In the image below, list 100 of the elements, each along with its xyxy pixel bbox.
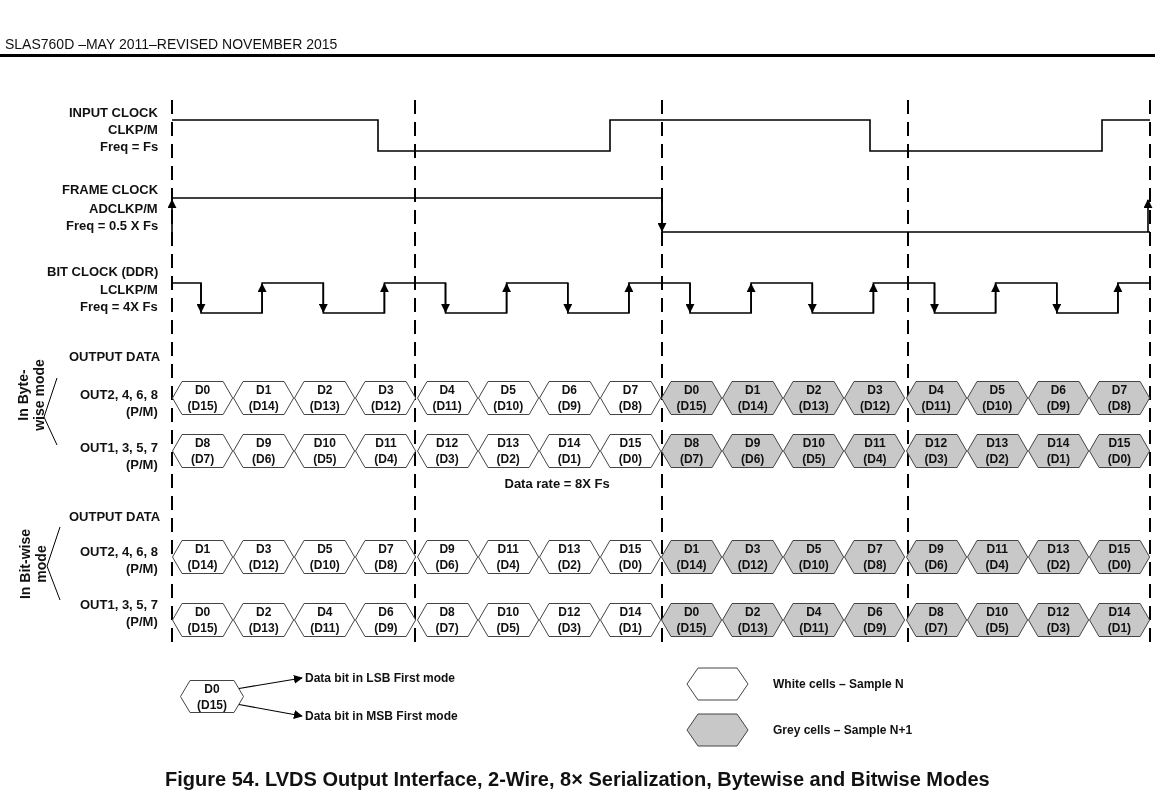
signal-label: INPUT CLOCK xyxy=(69,105,158,121)
data-cell xyxy=(599,540,661,574)
data-cell xyxy=(294,381,356,415)
data-cell xyxy=(844,540,906,574)
bit-label: (D5) xyxy=(801,452,827,466)
bit-label: (D10) xyxy=(308,558,341,572)
signal-label: Freq = 4X Fs xyxy=(80,299,158,315)
data-cell xyxy=(844,434,906,468)
bit-label: (D3) xyxy=(923,452,949,466)
data-cell xyxy=(722,603,784,637)
bit-label: D6 xyxy=(377,605,395,619)
signal-label: BIT CLOCK (DDR) xyxy=(47,264,159,280)
data-cell xyxy=(722,540,784,574)
bit-label: D14 xyxy=(1046,436,1071,450)
data-cell xyxy=(172,434,234,468)
bit-label: (D6) xyxy=(923,558,949,572)
leader-arrow xyxy=(238,674,303,690)
bit-label: (D3) xyxy=(1045,621,1071,635)
data-cell xyxy=(1027,603,1089,637)
bit-label: D2 xyxy=(805,383,823,397)
bit-label: (D15) xyxy=(186,399,219,413)
bit-label: D3 xyxy=(255,542,273,556)
bit-label: (D14) xyxy=(675,558,708,572)
bit-label: (D1) xyxy=(1106,621,1133,635)
bit-label: (D0) xyxy=(1106,452,1133,466)
bit-label: D1 xyxy=(744,383,762,397)
data-cell xyxy=(722,381,784,415)
bit-label: D4 xyxy=(438,383,456,397)
data-cell xyxy=(599,381,661,415)
bit-label: (D4) xyxy=(373,452,399,466)
bit-label: D3 xyxy=(744,542,762,556)
data-cell xyxy=(233,603,295,637)
bit-label: D5 xyxy=(499,383,517,397)
bit-label: (D13) xyxy=(797,399,830,413)
signal-label: (P/M) xyxy=(126,561,158,577)
bit-label: (D1) xyxy=(1045,452,1071,466)
mode-label: In Bit-wise mode xyxy=(16,528,48,601)
annotation-text: Data bit in LSB First mode xyxy=(305,670,455,686)
bit-label: (D12) xyxy=(369,399,402,413)
data-cell xyxy=(477,540,539,574)
data-cell xyxy=(783,603,845,637)
data-cell xyxy=(172,381,234,415)
data-cell xyxy=(538,540,600,574)
figure-caption: Figure 54. LVDS Output Interface, 2-Wire, 8× Serialization, Bytewise and Bitwise Modes xyxy=(165,767,990,791)
data-cell xyxy=(783,381,845,415)
data-cell xyxy=(844,603,906,637)
bit-label: D6 xyxy=(1049,383,1067,397)
bit-label: (D6) xyxy=(434,558,460,572)
data-cell xyxy=(722,434,784,468)
data-cell xyxy=(966,603,1028,637)
bit-label: D4 xyxy=(805,605,823,619)
bit-label: (D13) xyxy=(308,399,341,413)
example-data-cell xyxy=(180,680,244,713)
data-cell xyxy=(966,540,1028,574)
bit-label: D12 xyxy=(924,436,949,450)
data-cell xyxy=(477,603,539,637)
document-reference: SLAS760D –MAY 2011–REVISED NOVEMBER 2015 xyxy=(5,36,338,52)
bit-label: D15 xyxy=(1107,436,1132,450)
bit-label: (D2) xyxy=(984,452,1010,466)
bit-label: D0 xyxy=(682,605,701,619)
data-cell xyxy=(783,434,845,468)
bit-label: D10 xyxy=(801,436,826,450)
bit-label: (D8) xyxy=(373,558,399,572)
bit-label: D7 xyxy=(377,542,395,556)
bit-label: (D4) xyxy=(495,558,521,572)
bit-label: D1 xyxy=(682,542,701,556)
data-cell xyxy=(783,540,845,574)
bit-label: (D1) xyxy=(617,621,644,635)
note-text: Data rate = 8X Fs xyxy=(504,476,610,492)
data-cell xyxy=(416,540,478,574)
data-cell xyxy=(1027,434,1089,468)
bit-label: (D12) xyxy=(858,399,891,413)
data-cell xyxy=(1088,434,1150,468)
bit-label: (D8) xyxy=(862,558,888,572)
bit-label: D15 xyxy=(618,542,643,556)
signal-label: (P/M) xyxy=(126,457,158,473)
bit-label: D0 xyxy=(682,383,701,397)
bit-label: D11 xyxy=(374,436,398,450)
data-cell xyxy=(477,434,539,468)
bit-label: (D11) xyxy=(798,621,830,635)
bit-label: (D7) xyxy=(678,452,705,466)
bit-label: D7 xyxy=(1110,383,1129,397)
data-cell xyxy=(661,540,723,574)
data-cell xyxy=(233,434,295,468)
bit-label: (D7) xyxy=(434,621,460,635)
bit-label: D10 xyxy=(985,605,1010,619)
annotation-text: Data bit in MSB First mode xyxy=(305,708,458,724)
bit-label: (D3) xyxy=(556,621,582,635)
bit-label: (D2) xyxy=(556,558,582,572)
section-label: OUTPUT DATA xyxy=(69,509,161,525)
bit-label: D6 xyxy=(866,605,884,619)
bit-label: (D9) xyxy=(373,621,399,635)
data-cell xyxy=(661,603,723,637)
bit-label: (D0) xyxy=(617,558,644,572)
bit-label: (D8) xyxy=(1106,399,1133,413)
bit-label: (D4) xyxy=(862,452,888,466)
bit-label: D9 xyxy=(744,436,762,450)
data-cell xyxy=(538,381,600,415)
bit-label: D2 xyxy=(255,605,273,619)
data-cell xyxy=(661,381,723,415)
